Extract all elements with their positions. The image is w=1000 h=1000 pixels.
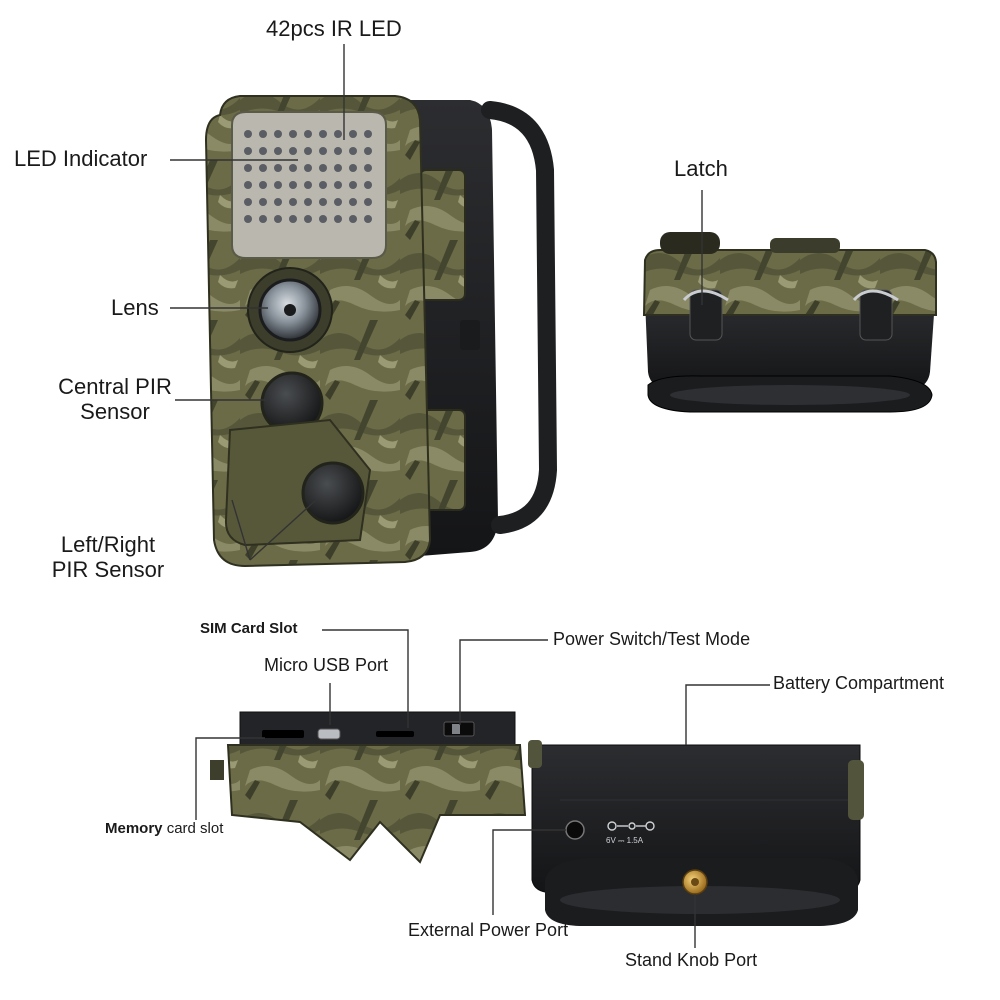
label-external-power-port: External Power Port — [408, 920, 569, 940]
ir-led — [334, 215, 342, 223]
ir-led — [334, 181, 342, 189]
mounting-strap-loop — [481, 101, 558, 534]
label-memory-card-rest: card slot — [162, 820, 224, 837]
ir-led — [349, 164, 357, 172]
ir-led — [334, 147, 342, 155]
ir-led — [319, 215, 327, 223]
ir-led — [259, 164, 267, 172]
ir-led — [304, 198, 312, 206]
ir-led — [349, 130, 357, 138]
label-central-pir-line1: Central PIR — [58, 374, 172, 399]
ir-led — [259, 130, 267, 138]
ir-led — [304, 181, 312, 189]
ir-led — [334, 130, 342, 138]
ir-led-grid — [244, 130, 372, 223]
ir-led — [244, 181, 252, 189]
leader-lines — [170, 44, 770, 948]
ir-led — [319, 198, 327, 206]
ir-led — [364, 198, 372, 206]
ir-led — [319, 130, 327, 138]
ir-led — [304, 215, 312, 223]
label-power-rating: 6V ⎓ 1.5A — [606, 836, 644, 845]
ir-led — [364, 181, 372, 189]
sim-card-slot — [376, 731, 414, 737]
ir-led — [259, 181, 267, 189]
ir-led — [244, 130, 252, 138]
ir-led — [349, 215, 357, 223]
label-central-pir: Central PIR Sensor — [40, 374, 190, 425]
ir-led — [334, 164, 342, 172]
ir-led — [364, 215, 372, 223]
ir-led — [274, 147, 282, 155]
camera-front-view — [204, 95, 558, 568]
ir-led — [349, 181, 357, 189]
ir-led — [274, 198, 282, 206]
label-latch: Latch — [674, 156, 728, 181]
label-lens: Lens — [111, 295, 159, 320]
side-pir-window — [301, 461, 365, 525]
label-side-pir-line2: PIR Sensor — [51, 557, 165, 583]
camera-bottom-view — [642, 232, 937, 413]
ir-led — [259, 147, 267, 155]
ir-led — [289, 181, 297, 189]
label-micro-usb-port: Micro USB Port — [264, 655, 389, 675]
ir-led — [364, 130, 372, 138]
latch-clip-left — [682, 289, 729, 341]
label-battery-compartment: Battery Compartment — [773, 673, 945, 693]
ir-led — [319, 181, 327, 189]
latch-clip-right — [852, 289, 899, 341]
ir-led — [244, 198, 252, 206]
memory-card-slot — [262, 730, 304, 738]
label-ir-led: 42pcs IR LED — [266, 16, 402, 41]
ir-led — [304, 147, 312, 155]
ir-led — [289, 147, 297, 155]
label-side-pir: Left/Right PIR Sensor — [38, 532, 178, 583]
ir-led — [274, 181, 282, 189]
label-sim-card-slot: SIM Card Slot — [200, 620, 298, 637]
label-stand-knob-port: Stand Knob Port — [625, 950, 758, 970]
ir-led — [349, 198, 357, 206]
label-central-pir-line2: Sensor — [80, 399, 150, 425]
ir-led — [289, 215, 297, 223]
ir-led — [274, 215, 282, 223]
ir-led — [274, 164, 282, 172]
ir-led — [334, 198, 342, 206]
ir-led — [289, 198, 297, 206]
ir-led — [244, 164, 252, 172]
micro-usb-port — [317, 728, 341, 740]
ir-led — [289, 130, 297, 138]
ir-led — [244, 147, 252, 155]
ir-led — [319, 147, 327, 155]
side-latch-upper — [419, 169, 466, 301]
ir-led — [364, 164, 372, 172]
ir-led — [289, 164, 297, 172]
ir-led — [304, 164, 312, 172]
ir-led — [244, 215, 252, 223]
label-led-indicator: LED Indicator — [14, 146, 148, 171]
label-power-switch: Power Switch/Test Mode — [553, 629, 751, 649]
ir-led — [349, 147, 357, 155]
ir-led — [274, 130, 282, 138]
external-power-jack — [565, 820, 585, 840]
dc-polarity-icon — [607, 821, 655, 831]
label-memory-card-bold: Memory — [105, 820, 163, 837]
label-memory-card-slot: Memory card slot — [105, 820, 223, 837]
ir-led — [259, 198, 267, 206]
ir-led — [319, 164, 327, 172]
camera-open-view — [210, 711, 864, 926]
ir-led — [259, 215, 267, 223]
ir-led — [364, 147, 372, 155]
label-side-pir-line1: Left/Right — [60, 532, 156, 557]
ir-led — [304, 130, 312, 138]
